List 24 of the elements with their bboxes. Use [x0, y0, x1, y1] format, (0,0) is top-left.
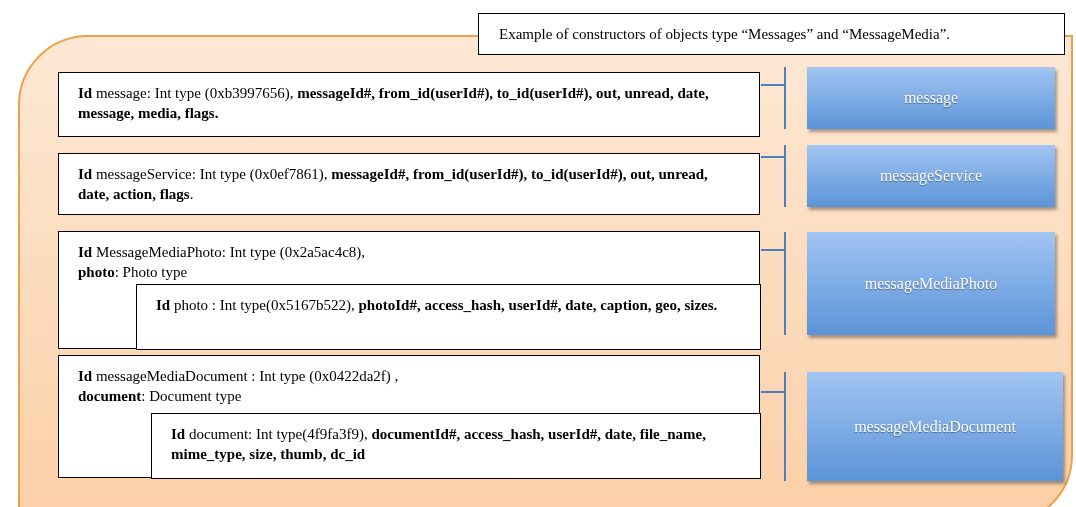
type-box [807, 232, 1055, 335]
type-box [807, 372, 1063, 481]
constructor-text: photo: Photo type [78, 263, 189, 282]
title-box [478, 13, 1065, 55]
constructor-box [58, 231, 760, 349]
type-box [807, 145, 1055, 207]
nested-constructor-box [136, 284, 761, 350]
type-label: messageMediaPhoto [864, 273, 998, 295]
constructor-box [58, 355, 760, 478]
constructor-text: Id messageMediaDocument : Int type (0x0422da2f) , [78, 367, 400, 386]
nested-constructor-box [151, 413, 761, 479]
constructor-text: Id messageService: Int type (0x0ef7861), messageId#, from_id(userId#), to_id(userId#), out, unread, date, action, flags. [78, 165, 709, 204]
type-box [807, 67, 1055, 129]
type-label: messageMediaDocument [854, 416, 1016, 438]
constructor-text: Example of constructors of objects type “Messages” and “MessageMedia”. [499, 24, 951, 44]
constructor-text: Id document: Int type(4f9fa3f9), documentId#, access_hash, userId#, date, file_name, mime_type, size, thumb, dc_id [171, 425, 707, 464]
constructor-box [58, 72, 760, 137]
constructor-text: document: Document type [78, 387, 243, 406]
constructor-box [58, 153, 760, 215]
constructor-text: Id photo : Int type(0x5167b522), photoId#, access_hash, userId#, date, caption, geo, sizes. [156, 296, 719, 315]
type-label: messageService [879, 166, 983, 187]
type-label: message [903, 88, 959, 109]
constructor-text: Id MessageMediaPhoto: Int type (0x2a5ac4c8), [78, 243, 367, 262]
constructor-text: Id message: Int type (0xb3997656), messageId#, from_id(userId#), to_id(userId#), out, unread, date, message, media, flags. [78, 84, 710, 123]
